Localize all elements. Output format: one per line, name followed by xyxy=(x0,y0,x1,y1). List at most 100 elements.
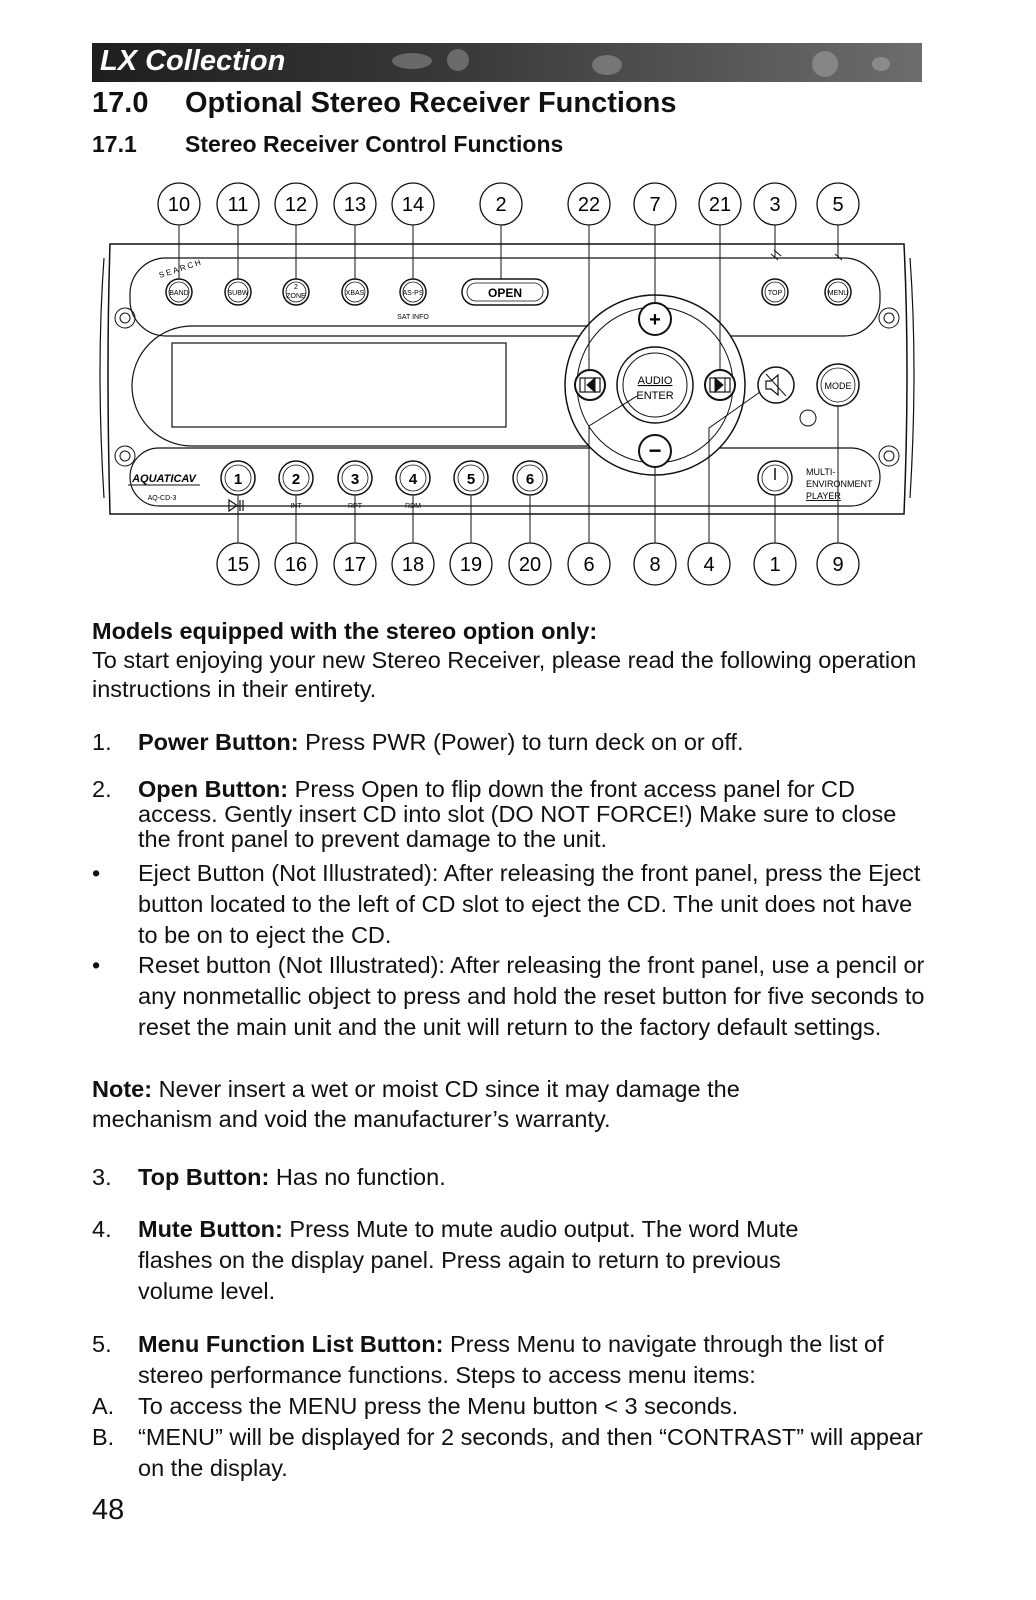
svg-text:BAND: BAND xyxy=(169,290,188,297)
list-item: 4. Mute Button: Press Mute to mute audio… xyxy=(92,1214,932,1307)
list-marker: 4. xyxy=(92,1216,112,1242)
callout-3: 3 xyxy=(753,182,797,226)
receiver-side-left xyxy=(99,257,105,499)
xbas-button[interactable]: XBAS xyxy=(341,278,369,306)
subwoofer-button[interactable]: SUBW xyxy=(224,278,252,306)
item-label: Top Button: xyxy=(138,1164,270,1190)
svg-text:5: 5 xyxy=(467,471,475,488)
header-banner: LX Collection xyxy=(92,43,922,82)
top-band xyxy=(129,257,881,337)
svg-text:2: 2 xyxy=(292,471,300,488)
svg-text:7: 7 xyxy=(649,194,660,216)
list-marker: A. xyxy=(92,1393,115,1419)
banner-decoration xyxy=(392,53,432,69)
previous-track-button[interactable] xyxy=(574,369,606,401)
list-marker: • xyxy=(92,860,101,886)
list-marker: 3. xyxy=(92,1164,112,1190)
svg-text:AS-PS: AS-PS xyxy=(402,290,423,297)
svg-text:18: 18 xyxy=(402,554,424,576)
svg-text:4: 4 xyxy=(409,471,418,488)
bottom-band xyxy=(129,447,881,507)
preset-button-3[interactable]: 3 xyxy=(337,460,373,496)
callout-21: 21 xyxy=(698,182,742,226)
svg-text:1: 1 xyxy=(769,554,780,576)
svg-text:17: 17 xyxy=(344,554,366,576)
preset-button-1[interactable]: 1 xyxy=(220,460,256,496)
item-text: Press PWR (Power) to turn deck on or off… xyxy=(298,729,744,755)
callout-8: 8 xyxy=(633,542,677,586)
brand-logo: AQUATICAV xyxy=(131,473,197,485)
list-item: 5. Menu Function List Button: Press Menu… xyxy=(92,1329,932,1391)
svg-text:11: 11 xyxy=(228,194,249,216)
model-label: AQ-CD-3 xyxy=(148,495,177,502)
skip-back-icon xyxy=(584,376,596,394)
multi-environment-label: ENVIRONMENT xyxy=(806,479,873,489)
svg-text:13: 13 xyxy=(344,194,366,216)
preset-button-6[interactable]: 6 xyxy=(512,460,548,496)
note-label: Note: xyxy=(92,1076,153,1102)
preset-button-5[interactable]: 5 xyxy=(453,460,489,496)
svg-text:15: 15 xyxy=(227,554,249,576)
svg-text:10: 10 xyxy=(168,194,190,216)
screw xyxy=(878,445,900,467)
item-text: Press Mute to mute audio output. The wor… xyxy=(138,1216,799,1304)
svg-text:XBAS: XBAS xyxy=(346,290,365,297)
preset-button-4[interactable]: 4 xyxy=(395,460,431,496)
menu-button[interactable]: MENU xyxy=(824,278,852,306)
item-label: Open Button: xyxy=(138,776,289,802)
power-button[interactable] xyxy=(757,460,793,496)
screw xyxy=(114,445,136,467)
callout-16: 16 xyxy=(274,542,318,586)
asps-button[interactable]: AS-PS xyxy=(399,278,427,306)
item-label: Power Button: xyxy=(138,729,299,755)
callout-18: 18 xyxy=(391,542,435,586)
svg-text:SUBW: SUBW xyxy=(228,290,249,297)
item-text: “MENU” will be displayed for 2 seconds, … xyxy=(138,1424,923,1481)
svg-text:9: 9 xyxy=(832,554,843,576)
open-button[interactable]: OPEN xyxy=(461,278,549,306)
banner-decoration xyxy=(447,49,469,71)
svg-text:3: 3 xyxy=(769,194,780,216)
list-marker: 2. xyxy=(92,776,112,802)
collection-title: LX Collection xyxy=(100,45,286,77)
receiver-side-right xyxy=(909,257,915,499)
section-title: Optional Stereo Receiver Functions xyxy=(185,87,677,119)
band-button[interactable]: BAND xyxy=(165,278,193,306)
display-window xyxy=(171,342,507,428)
svg-text:3: 3 xyxy=(351,471,359,488)
screw xyxy=(878,307,900,329)
callout-19: 19 xyxy=(449,542,493,586)
volume-down-button[interactable]: − xyxy=(638,434,672,468)
volume-up-button[interactable]: + xyxy=(638,302,672,336)
list-item: 1. Power Button: Press PWR (Power) to tu… xyxy=(92,728,932,757)
plus-icon: + xyxy=(649,309,661,331)
section-number: 17.0 xyxy=(92,87,149,119)
callout-13: 13 xyxy=(333,182,377,226)
preset-button-2[interactable]: 2 xyxy=(278,460,314,496)
banner-decoration xyxy=(812,51,838,77)
item-text: Eject Button (Not Illustrated): After re… xyxy=(138,860,921,948)
mute-icon xyxy=(765,373,779,397)
callout-leaders xyxy=(178,225,843,543)
svg-text:2: 2 xyxy=(294,284,298,291)
item-text: Has no function. xyxy=(269,1164,446,1190)
svg-text:19: 19 xyxy=(460,554,482,576)
list-marker: 5. xyxy=(92,1331,112,1357)
item-label: Mute Button: xyxy=(138,1216,283,1242)
screw xyxy=(114,307,136,329)
top-button[interactable]: TOP xyxy=(761,278,789,306)
callout-2: 2 xyxy=(479,182,523,226)
audio-enter-button[interactable]: AUDIO ENTER xyxy=(616,346,694,424)
mute-button[interactable] xyxy=(757,366,795,404)
intro-text: To start enjoying your new Stereo Receiv… xyxy=(92,647,917,702)
svg-text:6: 6 xyxy=(526,471,534,488)
svg-text:TOP: TOP xyxy=(768,290,783,297)
svg-text:21: 21 xyxy=(709,194,731,216)
svg-text:AUDIO: AUDIO xyxy=(638,375,673,387)
mode-button[interactable]: MODE xyxy=(816,363,860,407)
svg-text:MENU: MENU xyxy=(828,290,849,297)
callout-20: 20 xyxy=(508,542,552,586)
next-track-button[interactable] xyxy=(704,369,736,401)
